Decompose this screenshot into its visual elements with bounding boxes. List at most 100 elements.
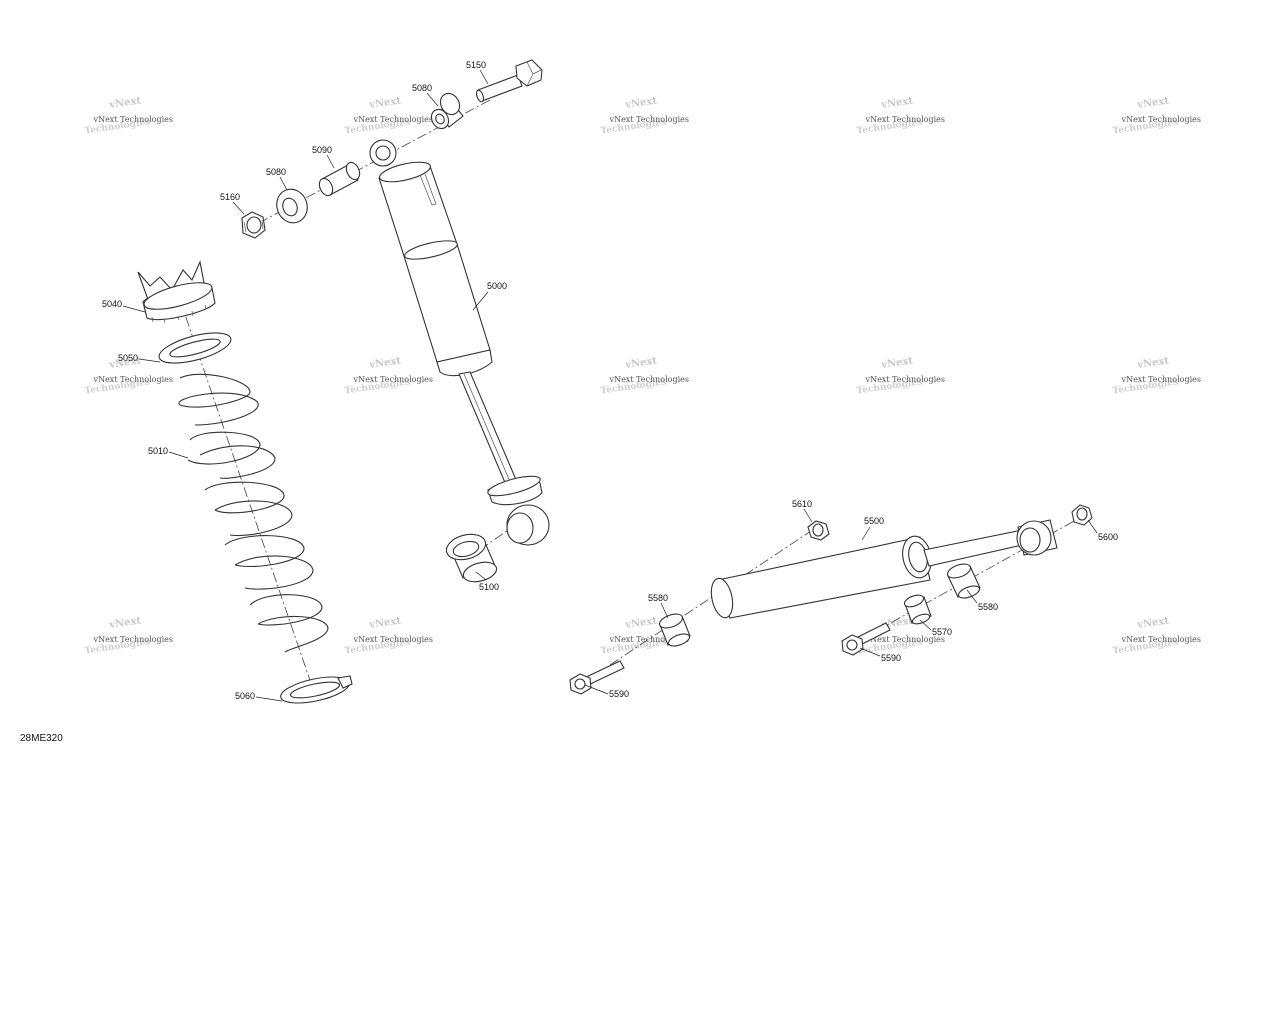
callout-label: 5100 <box>479 582 499 592</box>
callout-label: 5050 <box>118 353 138 363</box>
watermark-brand: vNext <box>624 95 658 111</box>
callout-5080-lower[interactable]: 5080 <box>266 167 288 191</box>
spacer-5090-part <box>318 161 361 197</box>
callout-5160[interactable]: 5160 <box>220 192 245 215</box>
callout-label: 5150 <box>466 60 486 70</box>
watermark-brand: vNext <box>108 95 142 111</box>
watermark-brand: vNext <box>368 615 402 631</box>
callout-5590-left[interactable]: 5590 <box>584 684 629 699</box>
shock-5000-part <box>369 139 550 546</box>
watermark-text: vNext Technologies <box>93 375 173 384</box>
washer-5060-part <box>280 675 353 704</box>
callout-5590-right[interactable]: 5590 <box>859 647 901 663</box>
callout-label: 5610 <box>792 499 812 509</box>
watermark-brand: vNext <box>108 615 142 631</box>
watermark-brand: vNext <box>1136 615 1170 631</box>
bushing-5080-lower-part <box>276 188 308 224</box>
callout-label: 5500 <box>864 516 884 526</box>
nut-5600-part <box>1071 504 1093 526</box>
callout-label: 5160 <box>220 192 240 202</box>
watermark-text: vNext Technologies <box>353 375 433 384</box>
nut-5160-part <box>241 211 266 239</box>
callout-label: 5090 <box>312 145 332 155</box>
retainer-5040-part <box>137 260 216 324</box>
callout-5010[interactable]: 5010 <box>148 446 189 459</box>
callout-5000[interactable]: 5000 <box>472 281 507 311</box>
spring-5010-part <box>178 373 329 653</box>
watermark-text: vNext Technologies <box>865 115 945 124</box>
callout-label: 5040 <box>102 299 122 309</box>
callout-5580-left[interactable]: 5580 <box>648 593 669 619</box>
callout-5610[interactable]: 5610 <box>792 499 813 523</box>
watermark-text: vNext Technologies <box>353 635 433 644</box>
callout-5100[interactable]: 5100 <box>475 571 499 592</box>
callout-label: 5600 <box>1098 532 1118 542</box>
bushing-5100-part <box>445 533 498 583</box>
callout-5570[interactable]: 5570 <box>919 619 952 637</box>
callout-5080-top[interactable]: 5080 <box>412 83 439 107</box>
bushing-5580-left-part <box>658 613 691 647</box>
bolt-5590-left-part <box>569 660 625 695</box>
callout-label: 5000 <box>487 281 507 291</box>
callout-5060[interactable]: 5060 <box>235 691 283 702</box>
bolt-5590-right-part <box>841 622 891 656</box>
watermark-brand: vNext <box>624 615 658 631</box>
watermark-brand: vNext <box>108 355 142 371</box>
watermark-brand: vNext <box>1136 95 1170 111</box>
callout-5500[interactable]: 5500 <box>861 516 884 541</box>
callout-label: 5580 <box>978 602 998 612</box>
watermark-text: vNext Technologies <box>1121 635 1201 644</box>
watermark-text: vNext Technologies <box>93 635 173 644</box>
watermark-text: vNext Technologies <box>1121 115 1201 124</box>
callout-label: 5010 <box>148 446 168 456</box>
callout-label: 5080 <box>266 167 286 177</box>
spacer-5570-part <box>903 594 932 625</box>
watermark-brand: vNext <box>624 355 658 371</box>
watermark-text: vNext Technologies <box>609 375 689 384</box>
callout-5090[interactable]: 5090 <box>312 145 335 169</box>
watermark-brand: vNext <box>880 355 914 371</box>
watermark-brand: vNext <box>1136 355 1170 371</box>
axis-stabilizer-left <box>579 524 821 686</box>
callout-5050[interactable]: 5050 <box>118 353 161 363</box>
watermark-brand: vNext <box>368 355 402 371</box>
watermark-text: vNext Technologies <box>93 115 173 124</box>
watermark-text: vNext Technologies <box>609 635 689 644</box>
watermark-text: vNext Technologies <box>353 115 433 124</box>
watermark-brand: vNext <box>368 95 402 111</box>
callout-label: 5580 <box>648 593 668 603</box>
callout-label: 5060 <box>235 691 255 701</box>
watermark-brand: vNext <box>880 95 914 111</box>
bushing-5080-top-part <box>430 92 464 130</box>
watermark-text: vNext Technologies <box>865 635 945 644</box>
washer-5050-part <box>158 332 232 364</box>
watermark-text: vNext Technologies <box>865 375 945 384</box>
bolt-5150-part <box>475 59 543 103</box>
callout-label: 5570 <box>932 627 952 637</box>
callout-5580-right[interactable]: 5580 <box>966 589 998 612</box>
callout-5600[interactable]: 5600 <box>1087 519 1118 542</box>
axis-spring <box>179 299 316 696</box>
callout-label: 5080 <box>412 83 432 93</box>
watermark-text: vNext Technologies <box>609 115 689 124</box>
bushing-5580-right-part <box>946 563 981 599</box>
watermark-text: vNext Technologies <box>1121 375 1201 384</box>
damper-5500-part <box>710 519 1058 619</box>
callout-label: 5590 <box>609 689 629 699</box>
callout-5150[interactable]: 5150 <box>466 60 489 85</box>
figure-id-label: 28ME320 <box>20 733 63 744</box>
callout-5040[interactable]: 5040 <box>102 299 146 313</box>
callout-label: 5590 <box>881 653 901 663</box>
